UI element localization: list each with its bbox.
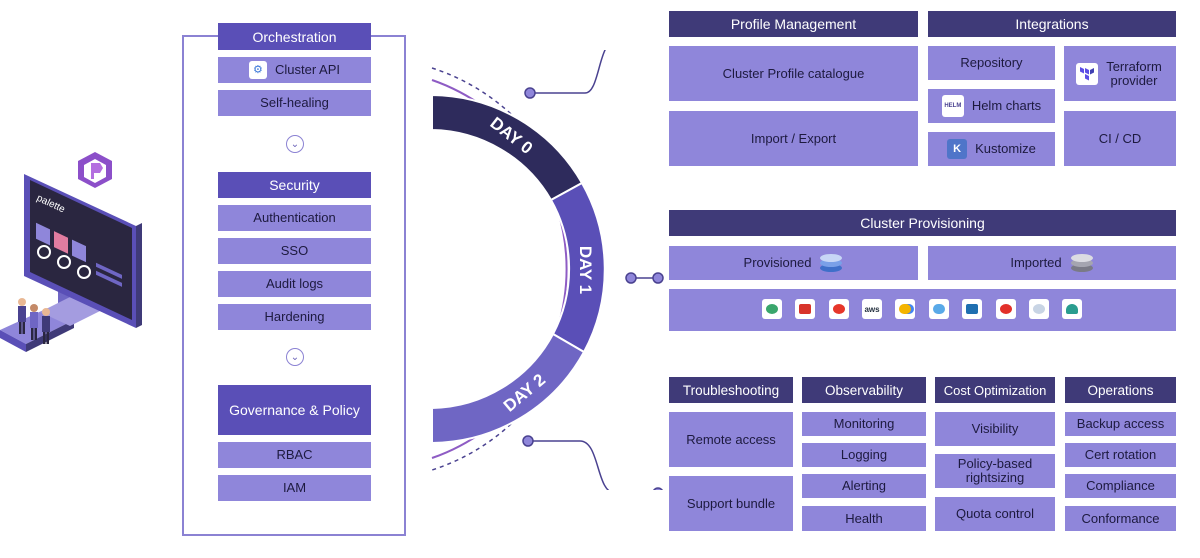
monitoring-box: Monitoring <box>802 412 926 436</box>
people-icon <box>18 298 50 344</box>
database-stack-icon <box>820 254 843 272</box>
cluster-profile-catalogue-box: Cluster Profile catalogue <box>669 46 918 101</box>
connector-dot <box>625 272 637 284</box>
imported-label: Imported <box>1010 255 1062 270</box>
connector-dot <box>522 435 534 447</box>
imported-box: Imported <box>928 246 1176 280</box>
alerting-box: Alerting <box>802 474 926 498</box>
openstack-icon <box>829 299 849 319</box>
cluster-api-box: ⚙ Cluster API <box>218 57 371 83</box>
rbac-box: RBAC <box>218 442 371 468</box>
hardening-box: Hardening <box>218 304 371 330</box>
rancher-icon <box>996 299 1016 319</box>
day0-segment <box>431 93 584 202</box>
kustomize-label: Kustomize <box>975 141 1036 156</box>
quota-control-box: Quota control <box>935 497 1055 531</box>
policy-based-rightsizing-box: Policy-based rightsizing <box>935 454 1055 488</box>
cert-rotation-box: Cert rotation <box>1065 443 1176 467</box>
cost-optimization-header: Cost Optimization <box>935 377 1055 403</box>
database-stack-icon <box>1070 254 1093 272</box>
terraform-icon <box>1076 62 1098 85</box>
kustomize-icon: K <box>947 139 968 159</box>
import-export-box: Import / Export <box>669 111 918 166</box>
openshift-icon <box>795 299 815 319</box>
connector-dot <box>524 87 536 99</box>
troubleshooting-header: Troubleshooting <box>669 377 793 403</box>
backup-access-box: Backup access <box>1065 412 1176 436</box>
logging-box: Logging <box>802 443 926 467</box>
visibility-box: Visibility <box>935 412 1055 446</box>
palette-illustration: palette <box>0 152 142 352</box>
provisioned-label: Provisioned <box>743 255 812 270</box>
orchestration-header: Orchestration <box>218 23 371 50</box>
cluster-api-icon: ⚙ <box>248 61 267 79</box>
day2-segment <box>431 332 586 445</box>
aws-icon: aws <box>862 299 882 319</box>
profile-management-header: Profile Management <box>669 11 918 37</box>
azure-icon <box>929 299 949 319</box>
day1-label: DAY 1 <box>576 246 595 294</box>
helm-charts-label: Helm charts <box>971 98 1042 113</box>
operations-header: Operations <box>1065 377 1176 403</box>
gcp-icon <box>895 299 915 319</box>
governance-header: Governance & Policy <box>218 385 371 435</box>
cluster-provisioning-header: Cluster Provisioning <box>669 210 1176 236</box>
cluster-api-label: Cluster API <box>274 62 341 77</box>
cloud-providers-box <box>669 289 1176 331</box>
terraform-provider-box: Terraform provider <box>1064 46 1176 101</box>
ci-cd-box: CI / CD <box>1064 111 1176 166</box>
kustomize-box: K Kustomize <box>928 132 1055 166</box>
maas-icon <box>1062 299 1082 319</box>
sso-box: SSO <box>218 238 371 264</box>
nutanix-icon <box>762 299 782 319</box>
provisioned-box: Provisioned <box>669 246 918 280</box>
connector-dot <box>653 487 663 490</box>
conformance-box: Conformance <box>1065 506 1176 531</box>
authentication-box: Authentication <box>218 205 371 231</box>
chevron-down-icon: ⌄ <box>286 135 304 153</box>
observability-header: Observability <box>802 377 926 403</box>
audit-logs-box: Audit logs <box>218 271 371 297</box>
support-bundle-box: Support bundle <box>669 476 793 531</box>
remote-access-box: Remote access <box>669 412 793 467</box>
vmware-icon <box>962 299 982 319</box>
iam-box: IAM <box>218 475 371 501</box>
chevron-down-icon: ⌄ <box>286 348 304 366</box>
helm-charts-box: HELM Helm charts <box>928 89 1055 123</box>
day-arc: DAY 0 DAY 1 DAY 2 <box>431 50 664 490</box>
repository-box: Repository <box>928 46 1055 80</box>
connector-dot <box>652 272 664 284</box>
helm-icon: HELM <box>941 95 964 117</box>
eks-anywhere-icon <box>1029 299 1049 319</box>
integrations-header: Integrations <box>928 11 1176 37</box>
self-healing-box: Self-healing <box>218 90 371 116</box>
security-header: Security <box>218 172 371 198</box>
palette-logo-icon <box>78 152 112 188</box>
health-box: Health <box>802 506 926 531</box>
compliance-box: Compliance <box>1065 474 1176 498</box>
terraform-provider-label: Terraform provider <box>1106 58 1162 88</box>
